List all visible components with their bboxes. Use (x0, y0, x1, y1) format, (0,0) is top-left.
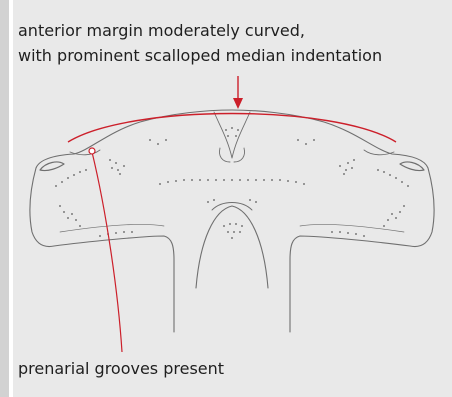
ampullary-pores (55, 127, 409, 239)
pores-central-arc (159, 179, 305, 185)
right-prenarial-groove (364, 150, 394, 155)
prenarial-leader (89, 148, 122, 352)
right-underside-line (300, 224, 404, 232)
head-outer-contour (30, 110, 434, 332)
prenarial-grooves-caption: prenarial grooves present (18, 358, 224, 380)
head-outline (30, 110, 434, 332)
pores-median (149, 127, 315, 239)
left-underside-line (60, 224, 164, 232)
prenarial-leader-line (92, 152, 122, 352)
left-eye (40, 162, 64, 171)
right-eye (400, 162, 424, 171)
circle-marker-icon (89, 148, 95, 154)
median-lobe-right (234, 148, 245, 162)
mouth-arch (196, 206, 268, 288)
median-lobe-left (219, 148, 230, 162)
down-arrow-icon (233, 76, 243, 109)
